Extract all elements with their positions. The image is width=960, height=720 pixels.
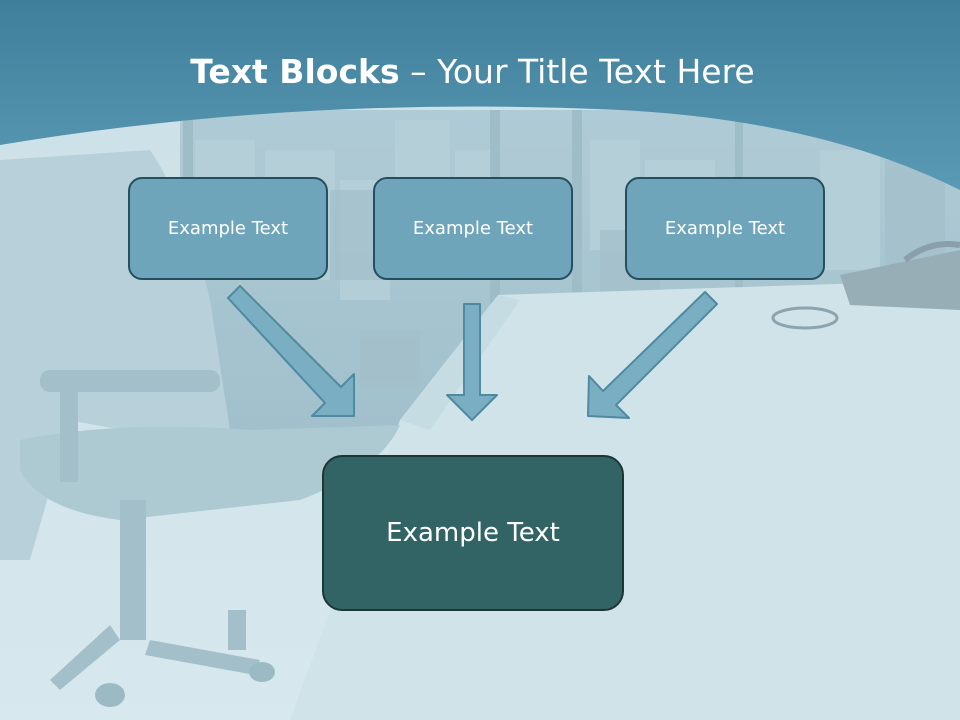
text-block-3-label: Example Text: [664, 218, 786, 239]
title-bold: Text Blocks: [190, 52, 400, 91]
text-block-2[interactable]: Example Text: [373, 177, 573, 280]
text-block-1[interactable]: Example Text: [128, 177, 328, 280]
text-block-3[interactable]: Example Text: [625, 177, 825, 280]
text-block-1-label: Example Text: [167, 218, 289, 239]
title-dash: –: [399, 52, 438, 91]
target-text-block-label: Example Text: [386, 518, 560, 548]
title-rest: Your Title Text Here: [437, 52, 755, 91]
text-block-2-label: Example Text: [412, 218, 534, 239]
slide-title: Text Blocks – Your Title Text Here: [0, 52, 945, 91]
target-text-block[interactable]: Example Text: [322, 455, 624, 611]
